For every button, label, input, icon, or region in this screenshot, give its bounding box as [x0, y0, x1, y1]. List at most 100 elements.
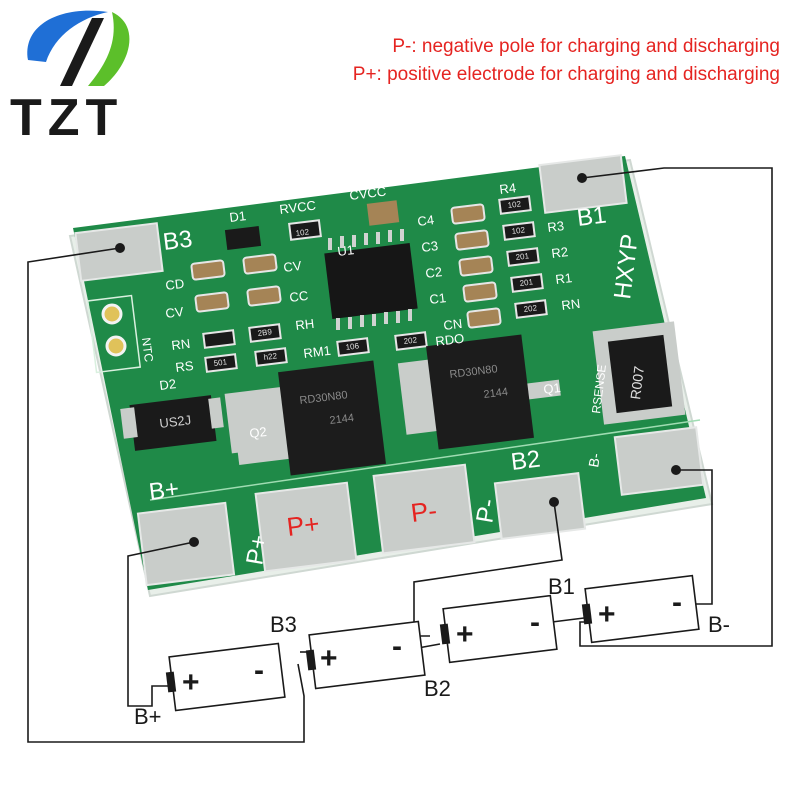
diode-d2-pad-right — [208, 397, 224, 429]
wire-label-b-plus: B+ — [134, 704, 162, 729]
label-rn-left: RN — [171, 336, 191, 353]
resistors-left — [202, 219, 428, 373]
marking-q1: RD30N80 — [449, 363, 498, 381]
pad-b2 — [493, 471, 587, 541]
cell-3-minus: - — [530, 606, 540, 639]
wire-link-3 — [551, 617, 585, 623]
marking-q2-code: 2144 — [329, 412, 355, 427]
pad-b-minus — [613, 426, 705, 496]
cell-2-plus: + — [320, 642, 338, 675]
red-pad-labels: P+ P- — [285, 495, 438, 542]
label-pad-b-plus: B+ — [147, 475, 180, 505]
marking-d2: US2J — [159, 412, 192, 431]
rsense-resistor — [592, 321, 686, 425]
label-pad-p-minus: P- — [471, 497, 502, 525]
ntc-outline — [86, 294, 142, 374]
note-p-plus: P+: positive electrode for charging and … — [352, 64, 780, 85]
marking-rh: h22 — [263, 351, 278, 362]
cell-4-terminal — [581, 603, 593, 625]
capacitors-right — [450, 203, 502, 329]
marking-r4: 102 — [507, 199, 522, 210]
marking-rvcc: 102 — [295, 227, 310, 238]
marking-rn-left: 2B9 — [257, 327, 273, 338]
label-rn: RN — [561, 296, 581, 313]
marking-q2: RD30N80 — [299, 389, 348, 407]
marking-rsense: R007 — [627, 365, 647, 400]
diode-d2-pad-left — [120, 407, 138, 439]
component-markings: US2J 102 102 102 201 201 202 2B9 501 h22… — [159, 199, 648, 431]
diode-d2 — [120, 395, 224, 451]
label-cc: CC — [289, 288, 309, 305]
silkscreen-labels: B3 B1 B2 B+ B- P+ P- HXYP NTC D1 D2 U1 R… — [139, 180, 644, 567]
marking-rdo: 202 — [403, 335, 418, 346]
ntc-header — [86, 294, 142, 374]
red-label-p-plus: P+ — [285, 508, 321, 542]
wire-b-plus — [127, 541, 195, 707]
label-q2: Q2 — [249, 424, 268, 441]
marking-rs: 501 — [213, 357, 228, 368]
logo-dark-stroke — [60, 18, 104, 86]
label-cd: CD — [165, 276, 185, 293]
cell-4-plus: + — [598, 598, 616, 631]
cell-2-minus: - — [392, 630, 402, 663]
wire-label-b2: B2 — [424, 676, 451, 701]
cell-4-minus: - — [672, 586, 682, 619]
label-ntc: NTC — [139, 337, 156, 364]
label-pad-b-minus: B- — [585, 452, 603, 469]
red-label-p-minus: P- — [409, 495, 438, 528]
ic-u1-body — [324, 243, 418, 319]
label-rdo: RDO — [435, 331, 466, 349]
marking-r3: 102 — [511, 225, 526, 236]
pad-b1 — [538, 154, 628, 214]
label-pad-b1: B1 — [575, 202, 607, 232]
rsense-body — [607, 334, 673, 414]
label-cn: CN — [443, 316, 463, 333]
label-c3: C3 — [421, 238, 439, 255]
ntc-hole-1 — [101, 303, 123, 325]
ic-u1 — [324, 229, 418, 330]
ic-u1-pins — [328, 229, 412, 330]
wire-dots — [115, 173, 681, 547]
cell-3-plus: + — [456, 618, 474, 651]
marking-rn: 202 — [523, 303, 538, 314]
wire-label-b1: B1 — [548, 574, 575, 599]
label-cvcc: CVCC — [349, 184, 387, 203]
wire-b-minus — [676, 469, 713, 605]
note-p-minus: P-: negative pole for charging and disch… — [392, 36, 780, 57]
ntc-hole-2 — [105, 335, 127, 357]
cell-1-minus: - — [254, 654, 264, 687]
mosfet-q2-leg-1 — [237, 441, 289, 465]
label-q1: Q1 — [543, 380, 562, 397]
marking-q1-code: 2144 — [483, 386, 509, 401]
wiring-labels: B3 B2 B1 B+ B- — [134, 574, 730, 729]
cell-1-plus: + — [182, 666, 200, 699]
mosfet-q1-leg — [519, 379, 561, 401]
cell-2-terminal — [305, 649, 317, 671]
label-u1: U1 — [337, 242, 355, 259]
label-rm1: RM1 — [303, 343, 332, 361]
wire-b1 — [579, 167, 773, 647]
label-d2: D2 — [159, 376, 177, 393]
mosfet-q1-body — [426, 334, 534, 450]
wire-label-b3: B3 — [270, 612, 297, 637]
mosfet-q2-body — [278, 360, 386, 476]
silk-divider — [149, 419, 701, 501]
mosfet-q2 — [224, 360, 386, 476]
tzt-logo — [27, 10, 130, 86]
label-rs: RS — [175, 358, 195, 375]
pad-p-plus — [254, 481, 358, 573]
diode-d2-body — [129, 395, 217, 451]
logo-wordmark: TZT — [10, 89, 124, 147]
label-d1: D1 — [229, 208, 247, 225]
label-cv: CV — [283, 258, 303, 275]
label-r4: R4 — [499, 180, 517, 197]
label-pad-b3: B3 — [161, 226, 193, 256]
label-r3: R3 — [547, 218, 565, 235]
diode-d1 — [224, 226, 262, 250]
marking-rm1: 106 — [345, 341, 360, 352]
label-r2: R2 — [551, 244, 569, 261]
label-pad-b2: B2 — [509, 446, 541, 476]
cell-terminals — [165, 603, 593, 693]
logo-blue-swoosh — [27, 10, 108, 62]
